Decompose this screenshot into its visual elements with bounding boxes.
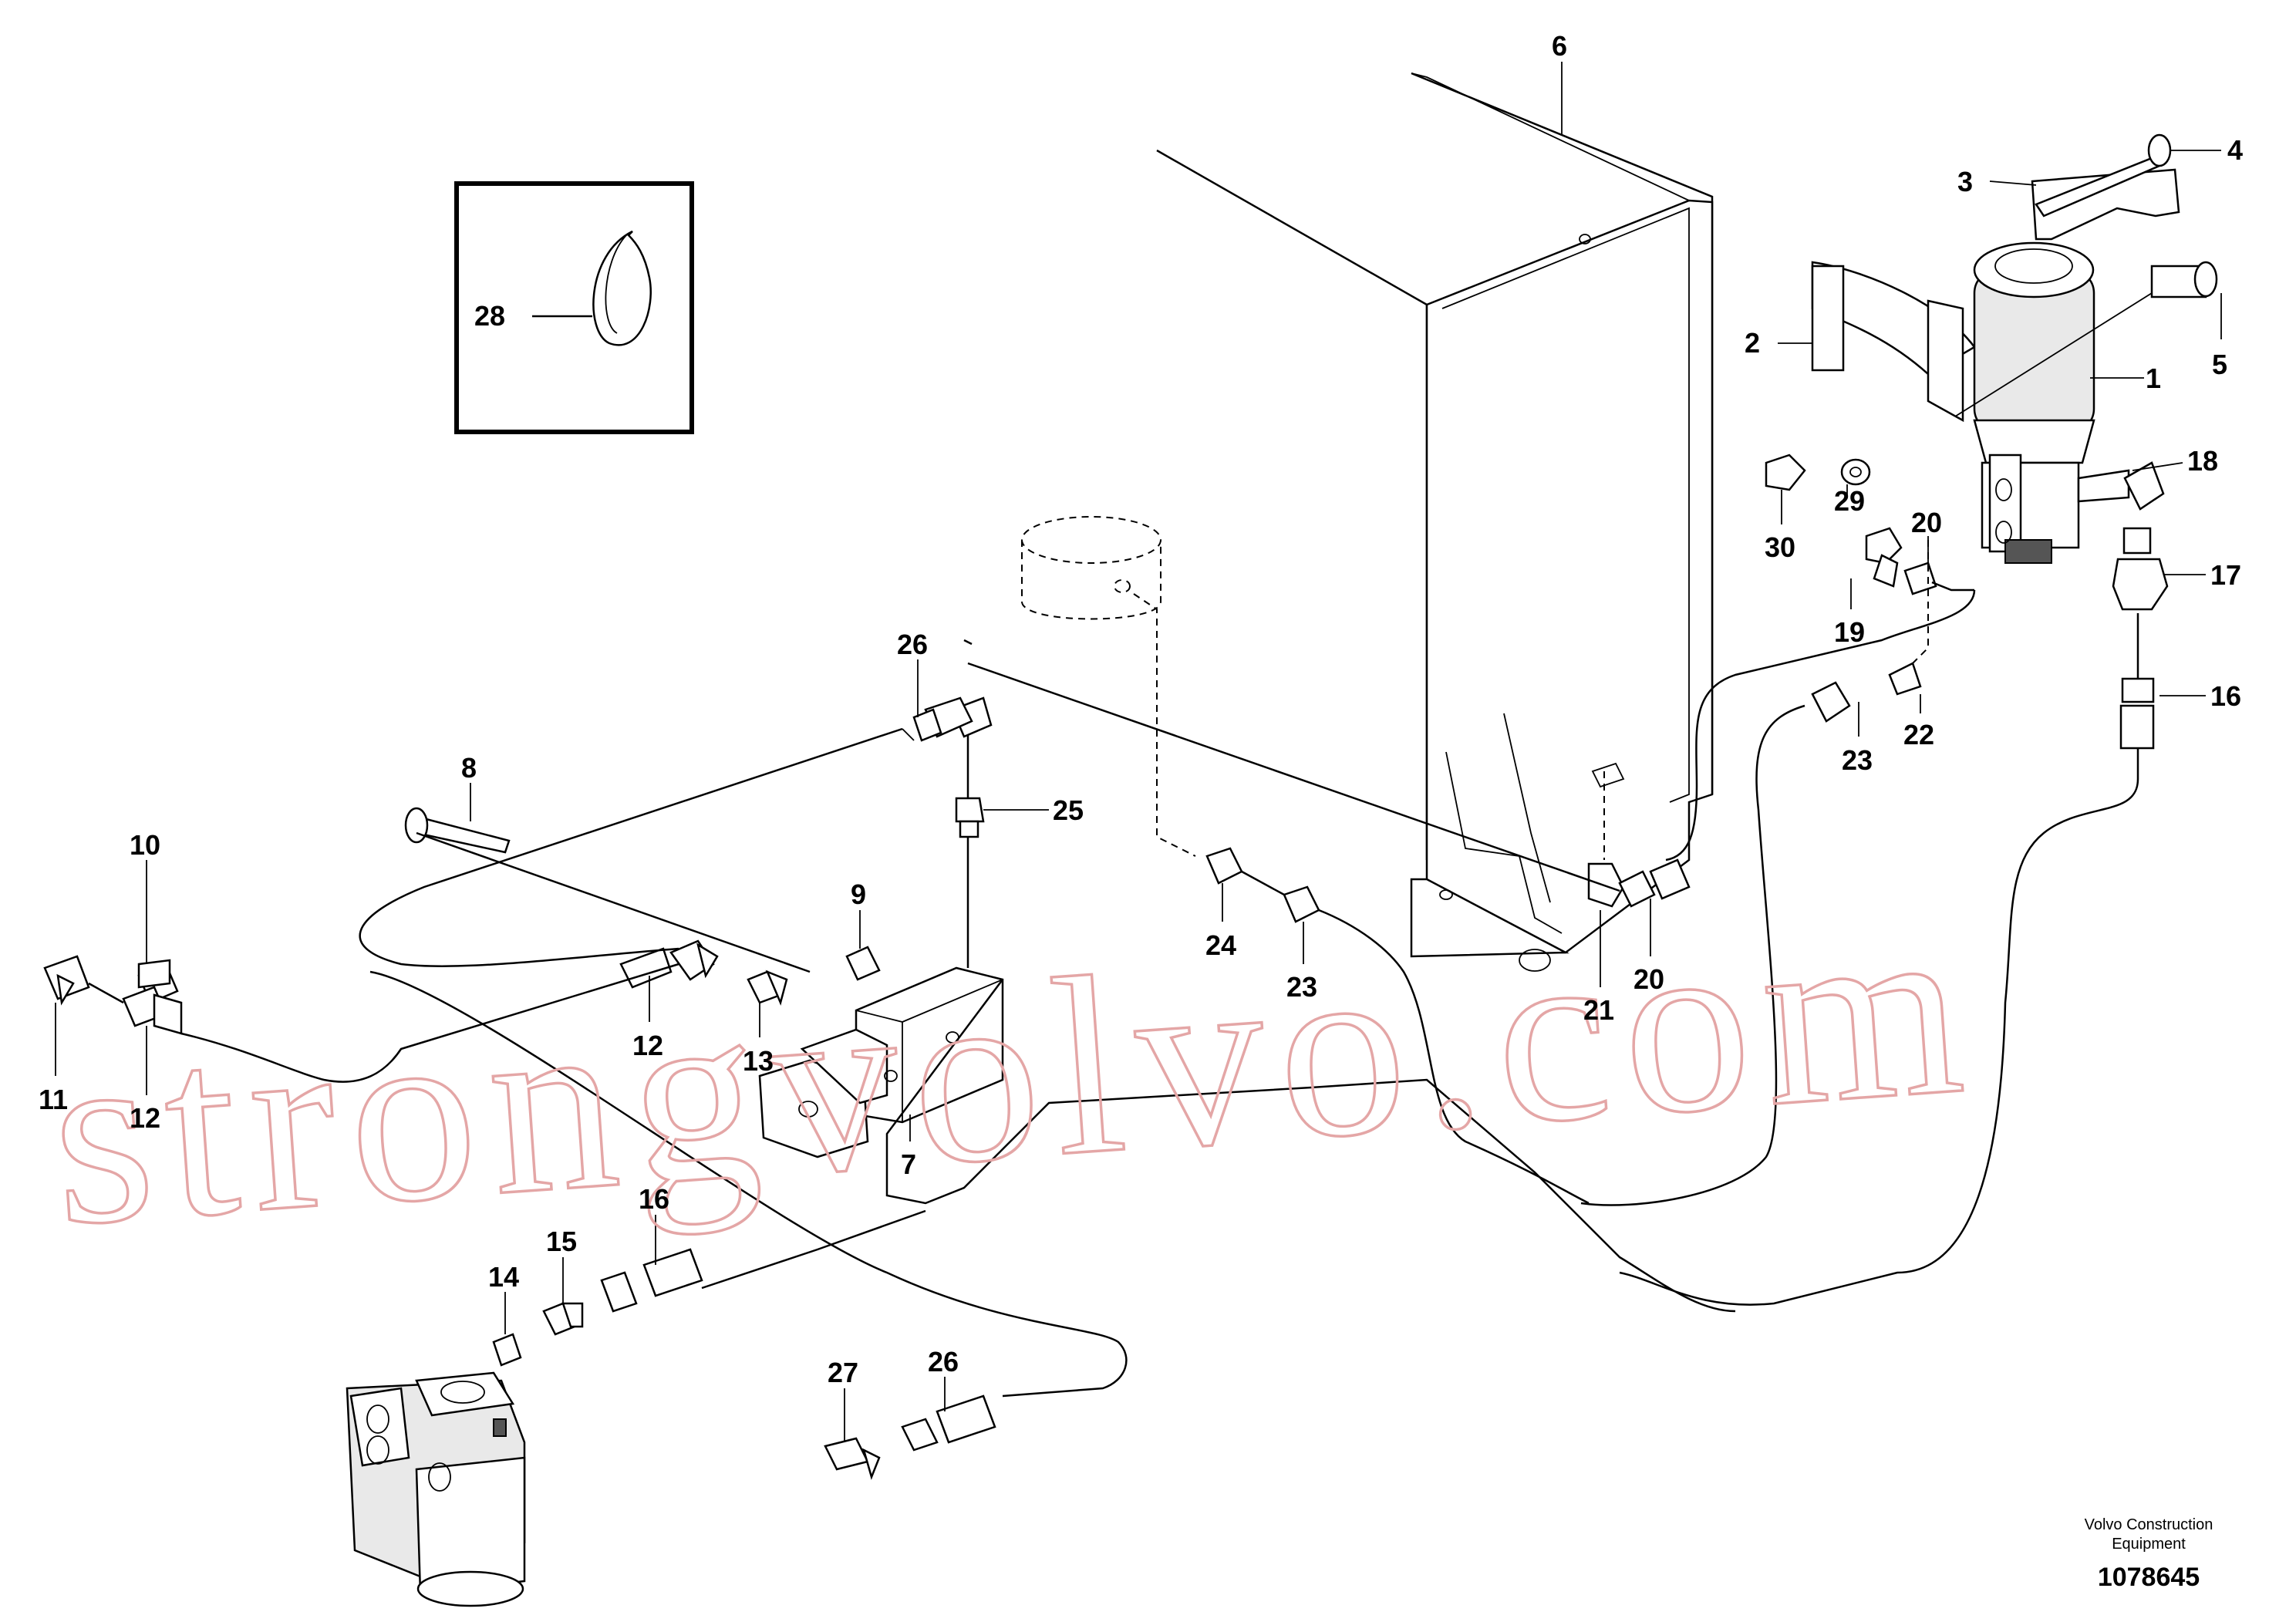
watermark-text: strongvolvo.com bbox=[43, 864, 1984, 1280]
drawing-number: 1078645 bbox=[2098, 1563, 2200, 1592]
callout-24: 24 bbox=[1205, 929, 1236, 961]
callout-21: 21 bbox=[1583, 994, 1614, 1026]
callout-8: 8 bbox=[461, 752, 477, 784]
callout-3: 3 bbox=[1957, 166, 1973, 197]
callout-18: 18 bbox=[2187, 445, 2218, 477]
callout-5: 5 bbox=[2212, 349, 2227, 380]
hydraulic-tank bbox=[1156, 72, 1714, 972]
steering-unit bbox=[346, 1248, 703, 1607]
callout-15: 15 bbox=[546, 1226, 577, 1257]
callout-14: 14 bbox=[488, 1261, 519, 1293]
callout-16a: 16 bbox=[639, 1183, 669, 1215]
callout-29: 29 bbox=[1834, 485, 1865, 517]
callout-1: 1 bbox=[2146, 363, 2161, 394]
callout-23b: 23 bbox=[1286, 971, 1317, 1003]
leader-lines bbox=[55, 62, 2222, 1442]
callout-4: 4 bbox=[2227, 134, 2243, 166]
callout-17: 17 bbox=[2210, 559, 2241, 591]
left-fittings bbox=[43, 955, 183, 1035]
callout-12a: 12 bbox=[632, 1030, 663, 1061]
detail-box-cable-tie bbox=[454, 181, 694, 434]
callout-26b: 26 bbox=[928, 1346, 959, 1378]
callout-20a: 20 bbox=[1911, 507, 1942, 538]
callout-9: 9 bbox=[851, 878, 866, 910]
upper-left-pipe bbox=[359, 639, 993, 968]
callout-labels: 1 2 3 4 5 6 7 8 9 10 11 12 12 13 14 15 1… bbox=[39, 30, 2243, 1388]
callout-23a: 23 bbox=[1842, 744, 1873, 776]
filter-bracket-assembly bbox=[1765, 133, 2218, 564]
manufacturer-line-1: Volvo Construction bbox=[2085, 1516, 2213, 1533]
valve-block-assembly bbox=[404, 807, 1004, 1158]
callout-13: 13 bbox=[743, 1045, 774, 1077]
manufacturer-line-2: Equipment bbox=[2112, 1536, 2186, 1553]
callout-7: 7 bbox=[901, 1148, 916, 1180]
bottom-fittings bbox=[824, 1394, 996, 1480]
callout-22: 22 bbox=[1903, 719, 1934, 750]
callout-6: 6 bbox=[1552, 30, 1567, 62]
callout-27: 27 bbox=[828, 1357, 858, 1388]
callout-2: 2 bbox=[1745, 327, 1760, 359]
callout-26a: 26 bbox=[897, 629, 928, 660]
callout-30: 30 bbox=[1765, 531, 1795, 563]
footer-block: Volvo Construction Equipment 1078645 bbox=[2085, 1516, 2213, 1592]
callout-20b: 20 bbox=[1633, 963, 1664, 995]
callout-28: 28 bbox=[474, 300, 505, 332]
callout-11: 11 bbox=[39, 1084, 68, 1115]
reference-reservoir-outline bbox=[1021, 516, 1196, 857]
callout-19: 19 bbox=[1834, 616, 1865, 648]
right-side-pipes bbox=[1580, 461, 2169, 1306]
long-hydraulic-lines bbox=[180, 662, 1736, 1398]
callout-12b: 12 bbox=[130, 1102, 160, 1134]
callout-25: 25 bbox=[1053, 794, 1084, 826]
callout-16b: 16 bbox=[2210, 680, 2241, 712]
callout-10: 10 bbox=[130, 829, 160, 861]
tank-lower-fittings bbox=[1205, 762, 1691, 1205]
